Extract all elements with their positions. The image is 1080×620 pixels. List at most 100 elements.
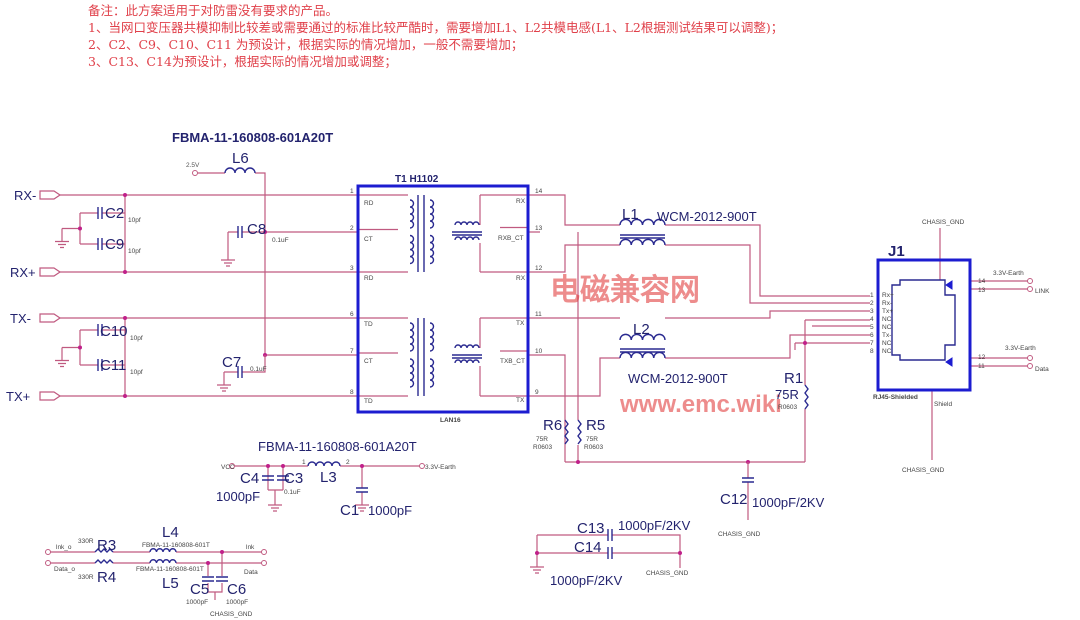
- net-terminal-icon: [261, 549, 267, 555]
- r5-ref: R5: [586, 417, 605, 434]
- inductor-symbol: [454, 359, 480, 364]
- junction-dot: [220, 550, 224, 554]
- t1-pin-num: 11: [535, 311, 542, 318]
- j1-led-pin: 11: [978, 363, 985, 370]
- r3-ref: R3: [97, 537, 116, 554]
- junction-dot: [281, 464, 285, 468]
- j1-pin-num: 5: [870, 324, 874, 331]
- j1-pin-name: NC: [882, 348, 892, 355]
- chassis-gnd-c14: CHASIS_GND: [646, 570, 689, 577]
- j1-shield: Shield: [934, 401, 952, 408]
- c1-value: 1000pF: [368, 503, 412, 518]
- junction-dot: [678, 551, 682, 555]
- c12-ref: C12: [720, 491, 748, 508]
- r1-value: 75R: [775, 387, 799, 402]
- capacitor-symbol: [97, 238, 103, 250]
- c7-value: 0.1uF: [250, 366, 267, 373]
- inductor-symbol: [454, 344, 480, 349]
- design-notes: 备注：此方案适用于对防雷没有要求的产品。 1、当网口变压器共模抑制比较差或需要通…: [88, 2, 783, 70]
- capacitor-symbol: [356, 487, 368, 493]
- lnk-o-net: lnk_o: [56, 544, 72, 551]
- winding-symbol: [429, 322, 435, 352]
- rj45-j1-body: [876, 258, 972, 392]
- c1-ref: C1: [340, 502, 359, 519]
- net-terminal-icon: [419, 463, 425, 469]
- t1-pin-num: 3: [350, 265, 354, 272]
- ground-icon: [530, 562, 544, 574]
- port-connector-icon: [39, 313, 62, 323]
- wire: [358, 317, 408, 397]
- capacitor-symbol: [97, 207, 103, 219]
- inductor-symbol: [619, 333, 666, 341]
- t1-pin-name: RD: [364, 200, 374, 207]
- l5-ref: L5: [162, 575, 179, 592]
- winding-symbol: [429, 358, 435, 388]
- r6-ref: R6: [543, 417, 562, 434]
- t1-pin-name: RX: [516, 275, 526, 282]
- net-terminal-icon: [1027, 355, 1033, 361]
- t1-pin-num: 7: [350, 348, 354, 355]
- wire: [970, 280, 1028, 367]
- wire: [528, 334, 870, 462]
- capacitor-symbol: [237, 226, 243, 238]
- c10-ref: C10: [100, 323, 128, 340]
- wire: [50, 551, 262, 564]
- inductor-symbol: [454, 236, 480, 241]
- junction-dot: [266, 464, 270, 468]
- inductor-symbol: [454, 221, 480, 226]
- rj45-jack-outline: [891, 279, 956, 361]
- c13-value: 1000pF/2KV: [618, 518, 691, 533]
- ground-icon: [221, 255, 235, 267]
- j1-led-net-top: 3.3V-Earth: [993, 270, 1024, 277]
- t1-pin-name: CT: [364, 358, 373, 365]
- lnk-net: lnk: [246, 544, 255, 551]
- t1-pin-name: RD: [364, 275, 374, 282]
- t1-pin-name: RX: [516, 198, 526, 205]
- components: [39, 167, 1033, 582]
- c5-value: 1000pF: [186, 599, 208, 606]
- junction-dot: [123, 270, 127, 274]
- resistor-symbol: [94, 559, 114, 564]
- net-terminal-icon: [192, 170, 198, 176]
- bead-part-mid: FBMA-11-160808-601A20T: [258, 439, 417, 454]
- j1-pin-num: 7: [870, 340, 874, 347]
- resistor-symbol: [577, 419, 582, 445]
- c8-ref: C8: [247, 221, 266, 238]
- junction-dot: [78, 226, 82, 231]
- capacitor-symbol: [202, 576, 214, 582]
- r4-value: 330R: [78, 574, 94, 581]
- net-terminal-icon: [1027, 286, 1033, 292]
- inductor-symbol: [224, 167, 256, 174]
- l1-ref: L1: [622, 206, 639, 223]
- l3-pin1: 1: [302, 459, 306, 466]
- data-signal: Data: [1035, 366, 1049, 373]
- inductor-symbol: [619, 218, 666, 226]
- r6-package: R0603: [533, 444, 553, 451]
- c11-ref: C11: [100, 357, 126, 374]
- inductor-symbol: [619, 238, 666, 246]
- l1-part: WCM-2012-900T: [657, 209, 757, 224]
- c5-ref: C5: [190, 581, 209, 598]
- c8-value: 0.1uF: [272, 237, 289, 244]
- chassis-gnd-c12: CHASIS_GND: [718, 531, 761, 538]
- c14-ref: C14: [574, 539, 602, 556]
- t1-pin-num: 8: [350, 389, 354, 396]
- note-title: 备注：此方案适用于对防雷没有要求的产品。: [88, 3, 339, 18]
- c2-value: 10pf: [128, 217, 141, 224]
- capacitor-symbol: [742, 477, 754, 483]
- t1-ref: T1 H1102: [395, 174, 439, 185]
- j1-led-pin: 12: [978, 354, 986, 361]
- winding-symbol: [409, 234, 415, 265]
- t1-pin-name: TX: [516, 320, 525, 327]
- transformer-core: [417, 195, 425, 272]
- ground-icon: [355, 500, 369, 512]
- j1-pin-num: 8: [870, 348, 874, 355]
- resistor-symbol: [564, 419, 569, 445]
- l6-net: 2.5V: [186, 162, 200, 169]
- capacitor-symbol: [607, 529, 613, 541]
- ground-icon: [268, 500, 282, 512]
- port-tx-minus: TX-: [10, 311, 31, 326]
- watermark-cn: 电磁兼容网: [550, 273, 700, 307]
- j1-pin-name: NC: [882, 316, 892, 323]
